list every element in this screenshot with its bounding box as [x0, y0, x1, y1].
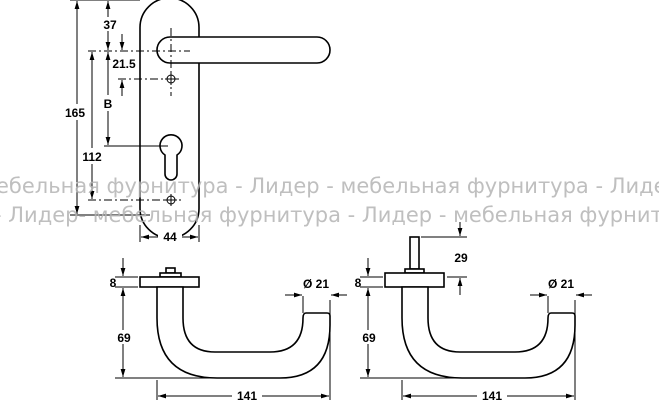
lever — [156, 36, 331, 64]
dim-8: 8 — [110, 276, 117, 290]
dim-b: B — [104, 97, 113, 111]
dim-165: 165 — [65, 106, 85, 120]
dim-44: 44 — [163, 230, 177, 244]
watermark-line-1: ебельная фурнитура - Лидер - мебельная ф… — [0, 174, 659, 198]
lever-profile — [401, 286, 576, 379]
dim-141: 141 — [237, 389, 257, 400]
dim-69: 69 — [362, 331, 376, 345]
dim-29: 29 — [454, 251, 468, 265]
rose — [384, 272, 445, 288]
side-view-right: 8 29 69 141 Ø 21 — [355, 222, 592, 400]
watermark-line-2: - Лидер- мебельная фурнитура - Лидер - м… — [0, 203, 659, 227]
front-view: 165 37 21.5 B 112 44 — [60, 0, 331, 244]
dim-diameter: Ø 21 — [548, 277, 574, 291]
dim-69: 69 — [117, 331, 131, 345]
spindle — [409, 236, 420, 270]
rose — [139, 276, 200, 288]
dim-21-5: 21.5 — [112, 57, 136, 71]
dim-37: 37 — [103, 18, 117, 32]
lever-profile — [156, 286, 331, 379]
dim-diameter: Ø 21 — [303, 277, 329, 291]
dim-8: 8 — [355, 276, 362, 290]
side-view-left: 8 69 141 Ø 21 — [110, 258, 347, 400]
dim-141: 141 — [482, 389, 502, 400]
dim-112: 112 — [82, 150, 102, 164]
